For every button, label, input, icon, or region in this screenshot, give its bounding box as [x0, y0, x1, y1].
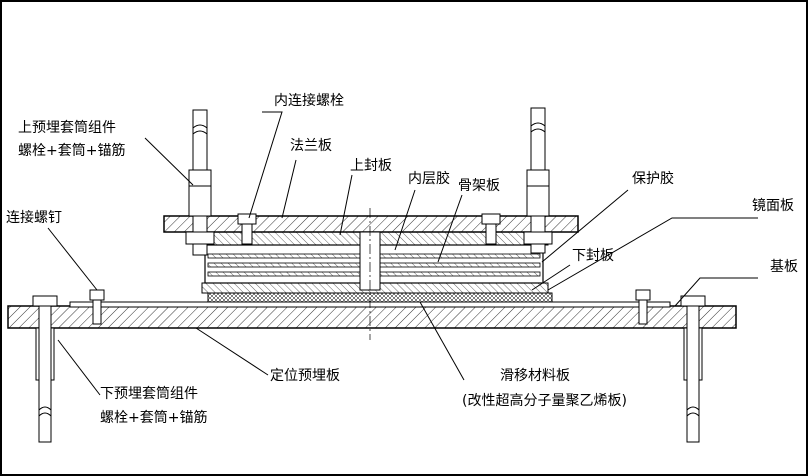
label-lower-sleeve-2: 螺栓+套筒+锚筋 — [100, 409, 207, 426]
label-upper-sleeve-1: 上预埋套筒组件 — [18, 119, 116, 136]
label-upper-seal-plate: 上封板 — [350, 158, 392, 174]
label-slide-material-2: (改性超高分子量聚乙烯板) — [462, 392, 627, 409]
connecting-screw-right — [635, 289, 651, 325]
label-upper-sleeve-2: 螺栓+套筒+锚筋 — [18, 142, 125, 159]
flange-plate-shape — [163, 215, 579, 233]
label-frame-plate: 骨架板 — [458, 178, 500, 194]
upper-sleeve-right — [523, 107, 553, 254]
lower-sleeve-left — [32, 295, 58, 443]
label-flange-plate: 法兰板 — [290, 138, 332, 154]
label-protective-rubber: 保护胶 — [632, 170, 674, 187]
label-inner-rubber: 内层胶 — [408, 170, 450, 187]
label-connecting-screw: 连接螺钉 — [6, 209, 62, 226]
upper-sleeve-left — [185, 109, 215, 256]
label-positioning-plate: 定位预埋板 — [270, 368, 340, 384]
inner-bolt-left — [237, 213, 257, 245]
label-slide-material-1: 滑移材料板 — [500, 367, 570, 384]
labels: 内连接螺栓 上预埋套筒组件 螺栓+套筒+锚筋 法兰板 上封板 内层胶 骨架板 保… — [6, 92, 798, 426]
base-plate-shape — [7, 305, 737, 329]
label-mirror-plate: 镜面板 — [752, 198, 794, 214]
label-lower-seal-plate: 下封板 — [572, 248, 614, 264]
leader-lines — [47, 111, 758, 396]
lower-sleeve-right — [680, 295, 706, 443]
inner-bolt-right — [481, 213, 501, 245]
slide-material-shape — [207, 292, 553, 303]
label-base-plate: 基板 — [770, 258, 798, 275]
label-lower-sleeve-1: 下预埋套筒组件 — [100, 385, 198, 402]
label-inner-bolt: 内连接螺栓 — [274, 92, 344, 109]
